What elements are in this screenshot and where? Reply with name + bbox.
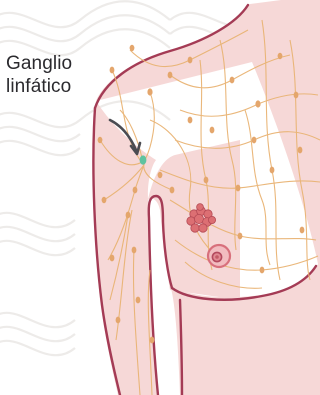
lymph-node-label: Ganglio linfático — [6, 52, 98, 98]
highlighted-lymph-node — [140, 155, 147, 164]
label-line-1: Ganglio — [6, 52, 98, 75]
nipple-areola-icon — [208, 245, 230, 267]
label-line-2: linfático — [6, 75, 98, 98]
